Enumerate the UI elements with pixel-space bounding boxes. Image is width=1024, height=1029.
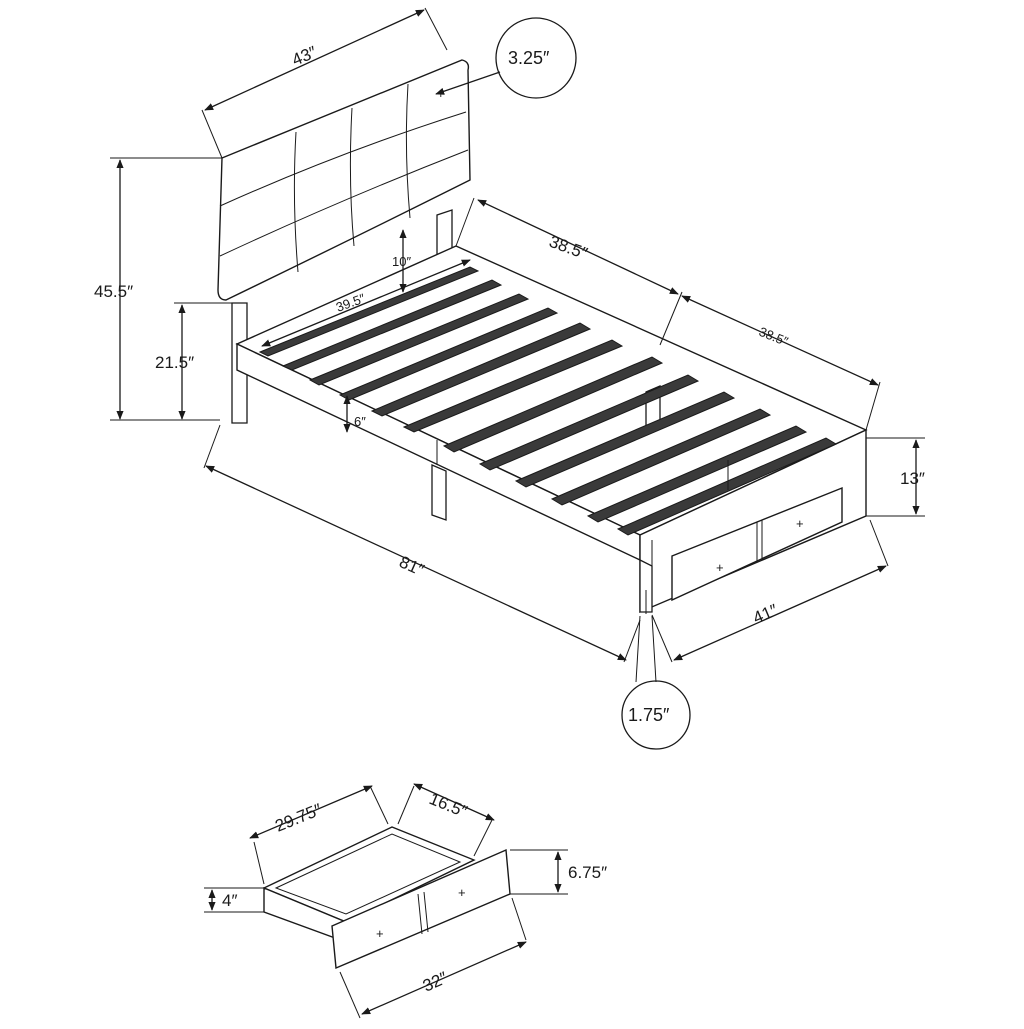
label-leg-height: 21.5″ [155,353,194,372]
label-side-height: 13″ [900,469,925,488]
label-drawer-depth: 16.5″ [427,789,470,821]
center-leg [431,464,447,521]
drawer-button-left: + [716,560,724,575]
label-headboard-gap: 10″ [392,254,411,269]
tuft-depth-callout [495,17,577,99]
label-leg-size: 1.75″ [628,705,670,725]
label-drawer-front-width: 32″ [420,968,451,996]
label-rail-length-b: 38.5″ [757,324,791,349]
label-headboard-width: 43″ [289,42,319,69]
foot-left-leg [639,558,653,613]
drawer-button-right: + [796,516,804,531]
drawer-front-button-left: + [376,926,384,941]
label-drawer-width: 29.75″ [272,800,324,836]
drawer-detail: + + 29.75″ 16.5″ 6.75″ 4″ 32″ [204,783,607,1019]
label-rail-length-a: 38.5″ [547,232,590,263]
label-drawer-front-height: 6.75″ [568,863,607,882]
label-total-height: 45.5″ [94,282,133,301]
label-rail-height: 6″ [354,414,366,429]
label-drawer-inner-height: 4″ [222,891,237,910]
label-tuft-depth: 3.25″ [508,48,550,68]
leg-size-callout [621,680,691,750]
drawer-front-button-right: + [458,885,466,900]
